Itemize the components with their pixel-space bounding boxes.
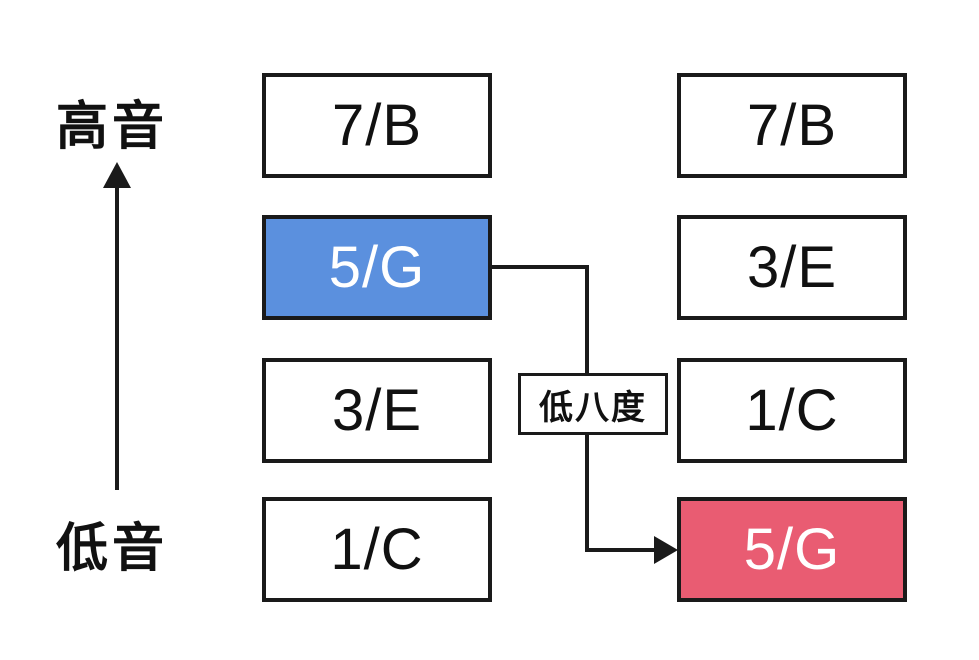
octave-down-label-text: 低八度 [539,388,647,427]
note-label: 1/C [745,377,839,443]
connector-arrow-right-icon [654,536,678,564]
note-label: 3/E [746,234,838,300]
note-label: 3/E [331,377,423,443]
octave-down-label: 低八度 [518,373,668,435]
note-label: 1/C [330,516,424,582]
note-box-left-5g-highlighted: 5/G [262,215,492,320]
connector-line-bottom [585,548,655,552]
note-box-left-3e: 3/E [262,358,492,463]
note-label: 5/G [743,516,841,582]
note-box-left-1c: 1/C [262,497,492,602]
note-box-left-7b: 7/B [262,73,492,178]
note-box-right-1c: 1/C [677,358,907,463]
axis-low-pitch-label: 低音 [56,520,169,578]
note-label: 7/B [331,92,423,158]
axis-arrow-line [115,182,119,490]
note-box-right-3e: 3/E [677,215,907,320]
connector-line-top [492,265,587,269]
note-label: 5/G [328,234,426,300]
note-box-right-7b: 7/B [677,73,907,178]
axis-high-pitch-label: 高音 [56,98,169,156]
note-label: 7/B [746,92,838,158]
note-box-right-5g-highlighted: 5/G [677,497,907,602]
